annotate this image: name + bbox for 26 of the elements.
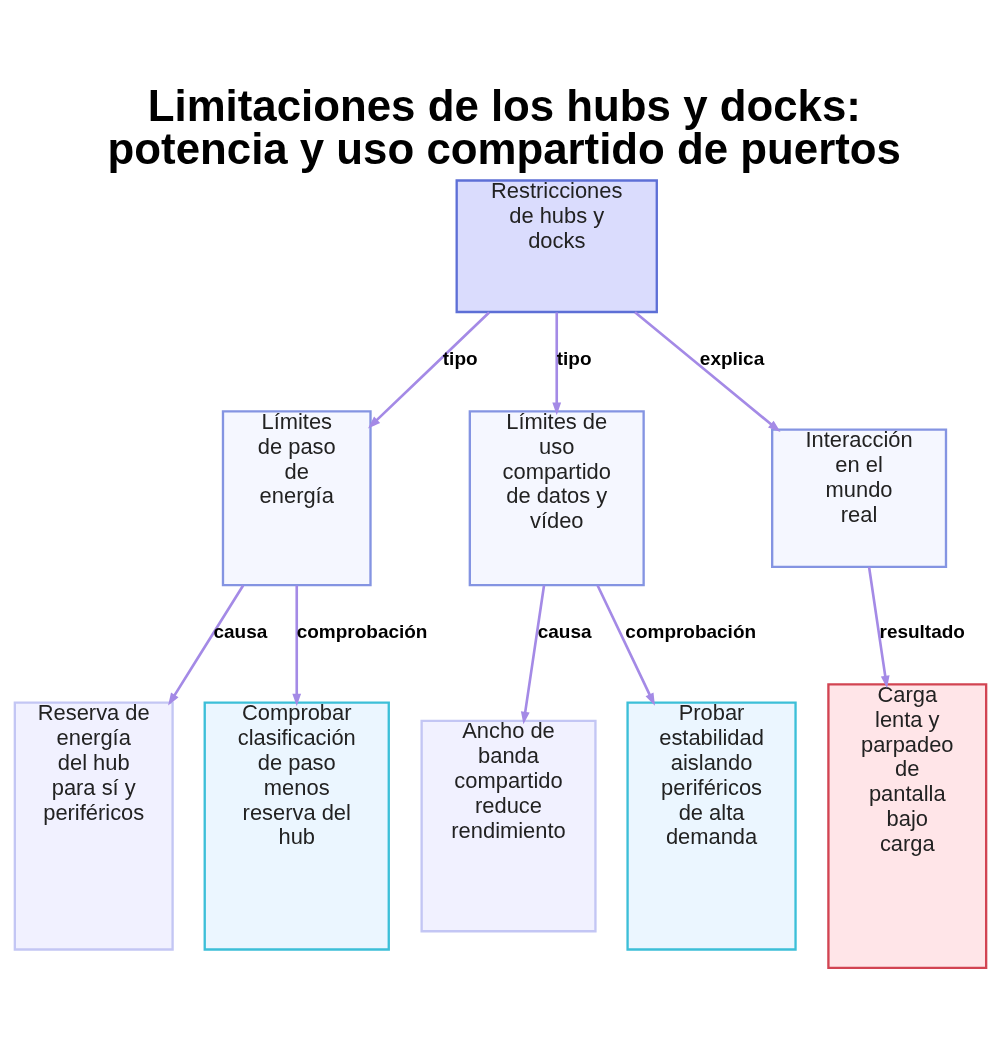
node-box: Interacción en el mundo real: [770, 427, 947, 568]
arrow: [291, 585, 301, 706]
edge-label: resultado: [879, 620, 965, 642]
diagram-title: Limitaciones de los hubs y docks: potencia y uso compartido de puertos: [107, 80, 901, 173]
edge-label: explica: [699, 347, 764, 369]
arrow: [367, 311, 490, 428]
node-box: Límites de uso compartido de datos y vídeo: [468, 409, 645, 586]
node-box: Límites de paso de energía: [221, 409, 372, 586]
node-box: Carga lenta y parpadeo de pantalla bajo carga: [826, 682, 987, 969]
edge-label: tipo: [556, 347, 591, 369]
arrow: [595, 584, 655, 706]
arrow: [551, 312, 561, 415]
arrow: [867, 566, 890, 688]
node-box: Comprobar clasificación de paso menos reserva del hub: [203, 701, 390, 951]
edge-label: causa: [212, 620, 267, 642]
edge-label: causa: [537, 620, 592, 642]
edge-label: comprobación: [296, 620, 427, 642]
arrow: [520, 584, 545, 724]
node-box: Restricciones de hubs y docks: [455, 178, 658, 313]
arrow: [633, 310, 781, 432]
node-box: Ancho de banda compartido reduce rendimiento: [419, 719, 597, 932]
edge-label: tipo: [442, 347, 478, 369]
arrow: [167, 584, 244, 706]
node-box: Probar estabilidad aislando periféricos de alta demanda: [625, 701, 797, 951]
edge-label: comprobación: [624, 620, 756, 642]
node-box: Reserva de energía del hub para sí y periféricos: [13, 701, 174, 951]
